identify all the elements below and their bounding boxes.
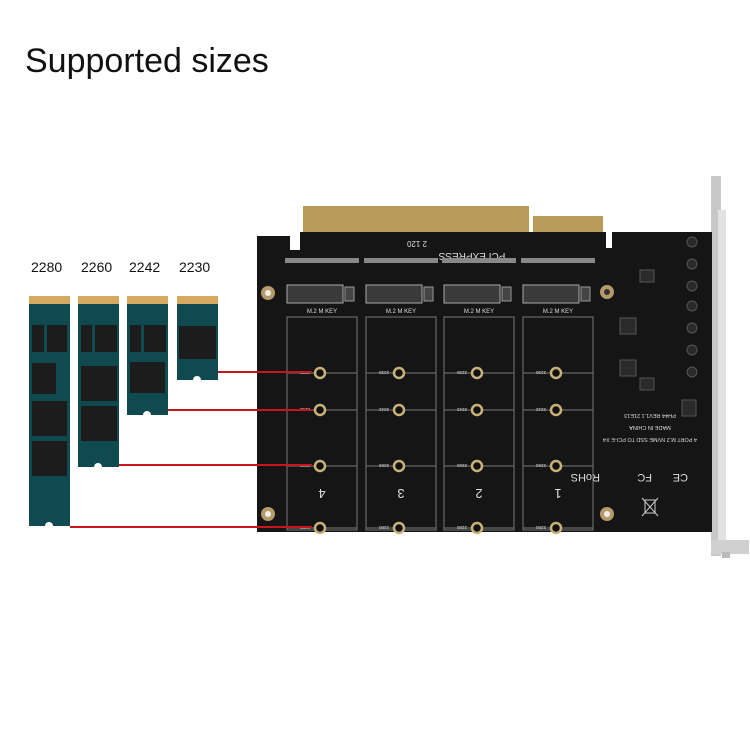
m2-slot-3: M.2 M KEY 2230 2242 2260 2280 3 [364, 258, 438, 535]
ce-mark: CE [673, 471, 688, 483]
standoff-hole-2230[interactable] [313, 366, 327, 380]
origin-text: MADE IN CHINA [629, 424, 671, 430]
size-label-2280: 2280 [31, 259, 62, 275]
standoff-hole-2280[interactable] [392, 521, 406, 535]
hole-size-label: 2260 [535, 463, 546, 468]
ssd-2242 [127, 296, 168, 419]
standoff-hole-2230[interactable] [470, 366, 484, 380]
standoff-hole-2280[interactable] [470, 521, 484, 535]
hole-size-label: 2230 [456, 370, 467, 375]
slot-key-label: M.2 M KEY [464, 309, 494, 315]
weee-bin-icon [641, 497, 659, 517]
length-guide-lines [70, 371, 312, 528]
standoff-hole-2242[interactable] [313, 403, 327, 417]
expansion-card-pcb [257, 232, 712, 532]
hole-size-label: 2242 [378, 407, 389, 412]
fc-mark: FC [637, 471, 652, 483]
slot-key-label: M.2 M KEY [386, 309, 416, 315]
slot-key-label: M.2 M KEY [307, 309, 337, 315]
size-label-2260: 2260 [81, 259, 112, 275]
hole-size-label: 2230 [535, 370, 546, 375]
hole-size-label: 2260 [456, 463, 467, 468]
standoff-hole-2242[interactable] [549, 403, 563, 417]
slot-number: 4 [318, 486, 325, 501]
standoff-hole-2280[interactable] [313, 521, 327, 535]
hole-size-label: 2280 [535, 525, 546, 530]
slot-number: 3 [397, 486, 404, 501]
hole-size-label: 2242 [535, 407, 546, 412]
standoff-hole-2242[interactable] [470, 403, 484, 417]
slot-key-label: M.2 M KEY [543, 309, 573, 315]
hole-size-label: 2280 [456, 525, 467, 530]
standoff-hole-2260[interactable] [549, 459, 563, 473]
product-text: 4 PORT M.2 NVME SSD TO PCI-E X4 [603, 436, 697, 442]
standoff-hole-2280[interactable] [549, 521, 563, 535]
pci-express-logo: PCI EXPRESS [438, 250, 505, 261]
standoff-hole-2230[interactable] [549, 366, 563, 380]
standoff-hole-2260[interactable] [392, 459, 406, 473]
slot-number: 1 [554, 486, 561, 501]
ssd-2280 [29, 296, 70, 530]
revision-text: PH44 REV1.1 21E13 [624, 412, 676, 418]
date-code: 2 120 [406, 239, 427, 248]
standoff-hole-2260[interactable] [470, 459, 484, 473]
rohs-mark: RoHS [571, 471, 600, 483]
ssd-2230 [177, 296, 218, 384]
size-label-2230: 2230 [179, 259, 210, 275]
m2-slot-1: M.2 M KEY 2230 2242 2260 2280 1 [521, 258, 595, 535]
hole-size-label: 2260 [378, 463, 389, 468]
standoff-hole-2230[interactable] [392, 366, 406, 380]
hole-size-label: 2230 [378, 370, 389, 375]
board-components [619, 236, 698, 417]
standoff-hole-2242[interactable] [392, 403, 406, 417]
standoff-hole-2260[interactable] [313, 459, 327, 473]
hole-size-label: 2242 [456, 407, 467, 412]
hole-size-label: 2280 [378, 525, 389, 530]
page-title: Supported sizes [25, 42, 269, 80]
slot-number: 2 [475, 486, 482, 501]
mounting-holes [261, 285, 614, 521]
m2-slot-2: M.2 M KEY 2230 2242 2260 2280 2 [442, 258, 516, 535]
pcie-gold-fingers [303, 206, 603, 236]
size-label-2242: 2242 [129, 259, 160, 275]
pcie-bracket [711, 176, 749, 558]
ssd-2260 [78, 296, 119, 471]
